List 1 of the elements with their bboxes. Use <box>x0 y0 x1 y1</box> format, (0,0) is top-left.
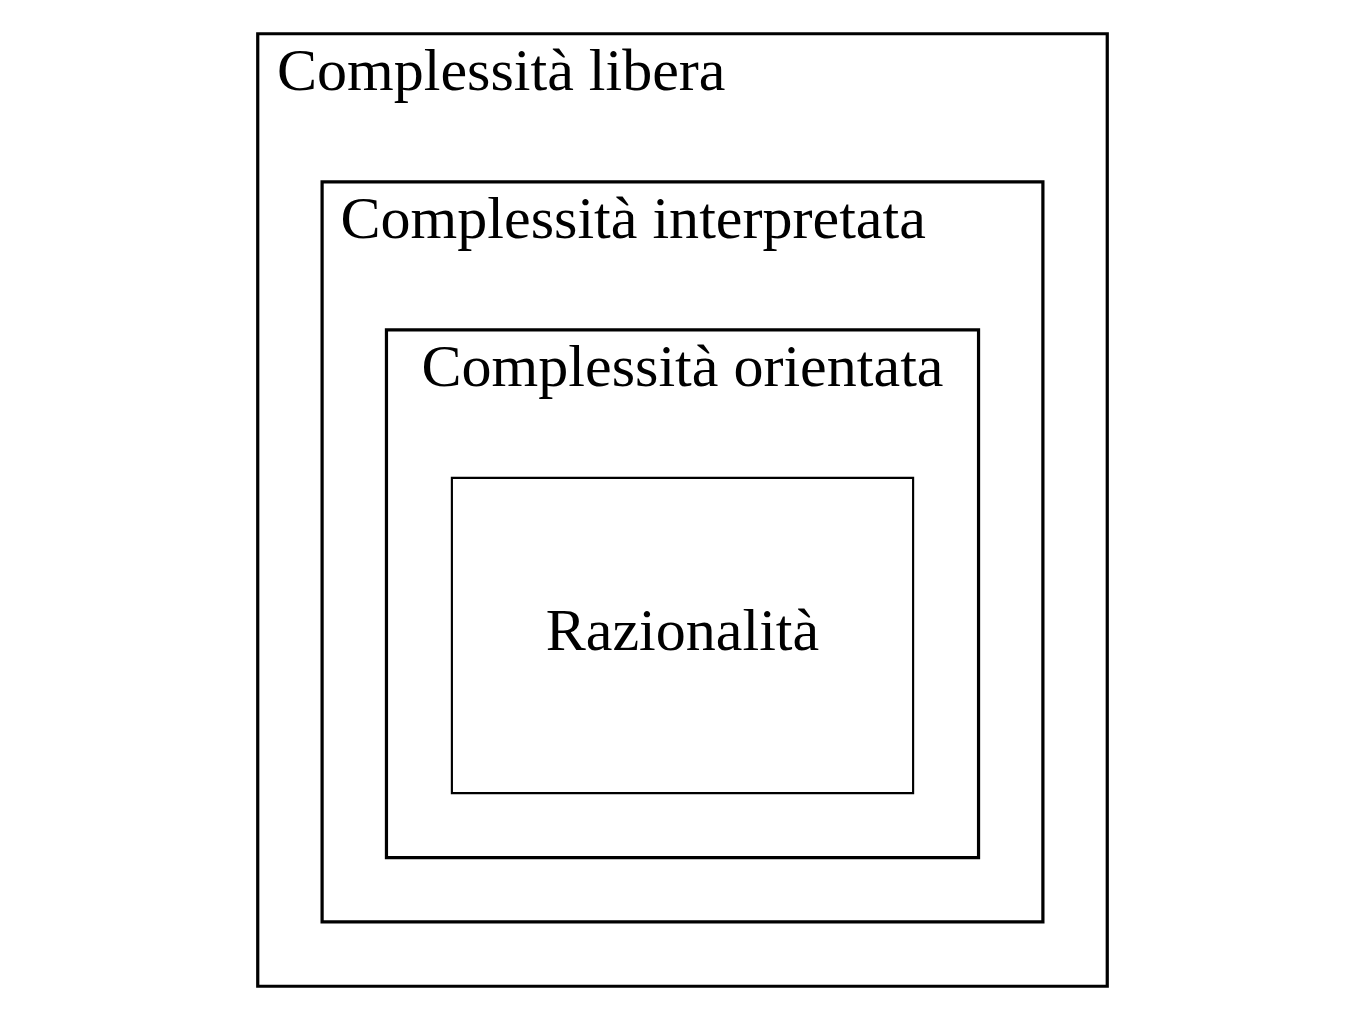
node-box: Razionalità <box>450 476 914 795</box>
